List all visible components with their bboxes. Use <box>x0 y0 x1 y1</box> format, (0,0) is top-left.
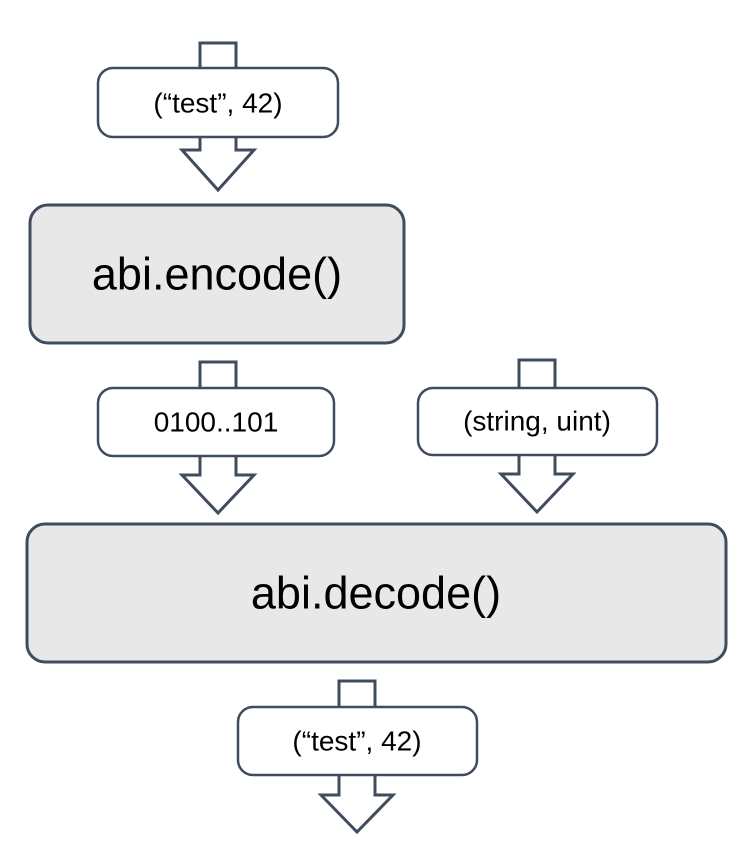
types-tuple-label-box <box>416 386 659 457</box>
encode-process-box <box>28 203 406 345</box>
decode-process-box <box>25 522 728 664</box>
encoded-bytes-label-box <box>96 386 336 458</box>
output-tuple-label: (“test”, 42) <box>292 726 421 757</box>
encode-process-label: abi.encode() <box>92 249 342 300</box>
types-tuple-label: (string, uint) <box>463 406 611 437</box>
input-tuple-label-box <box>96 66 340 139</box>
output-tuple-label-box <box>236 705 479 777</box>
input-tuple-label: (“test”, 42) <box>153 88 282 119</box>
encoded-bytes-label: 0100..101 <box>154 407 279 438</box>
decode-process-label: abi.decode() <box>251 568 501 619</box>
